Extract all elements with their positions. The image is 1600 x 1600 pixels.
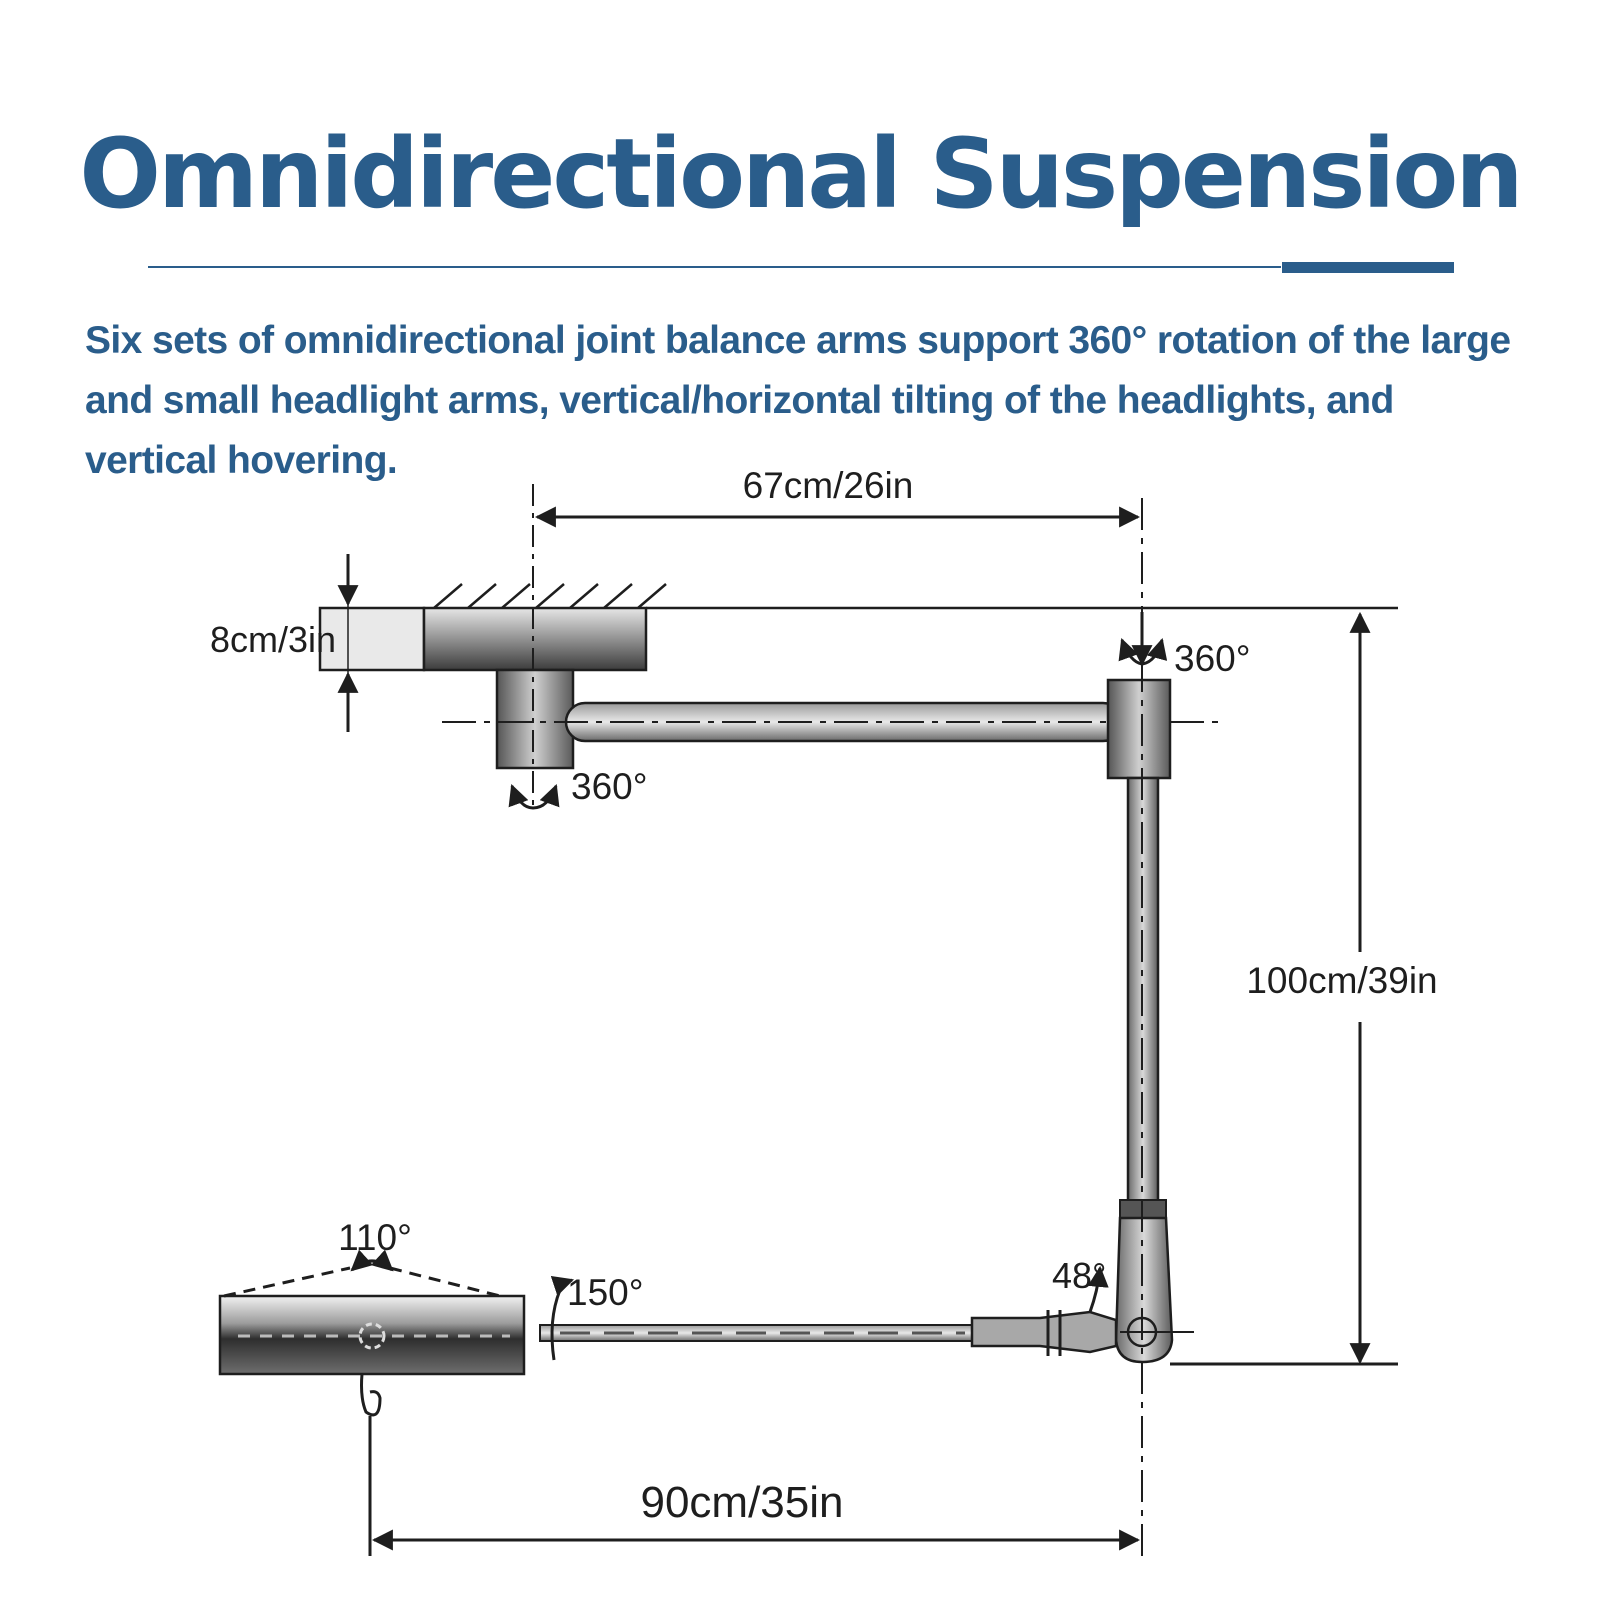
lamp-head [218,1294,526,1417]
title-divider-accent [1282,262,1454,273]
axis-lines [532,484,1143,1560]
top-joint-angle-label: 360° [1174,638,1251,679]
top-arm [442,678,1220,780]
head-swing-angle-label: 150° [567,1272,644,1313]
ceiling-hatch [433,583,667,609]
vertical-arm [1114,776,1194,1364]
dimension-lines [337,506,1398,1556]
page-title: Omnidirectional Suspension [79,118,1523,230]
top-arm-length-label: 67cm/26in [743,465,914,506]
base-joint-angle-label: 360° [571,766,648,807]
title-divider-thin [148,266,1281,268]
mount-height-label: 8cm/3in [210,619,336,660]
vertical-arm-length-label: 100cm/39in [1246,960,1437,1001]
bottom-arm [539,1310,1118,1356]
ceiling-mount [318,606,648,770]
bottom-arm-length-label: 90cm/35in [640,1478,843,1527]
tilt-range-lines [223,1266,501,1298]
rotation-arrows [350,612,1168,1361]
head-tilt-angle-label: 110° [338,1217,412,1258]
elbow-tilt-angle-label: 48° [1052,1255,1106,1296]
description-text: Six sets of omnidirectional joint balanc… [85,319,1511,482]
